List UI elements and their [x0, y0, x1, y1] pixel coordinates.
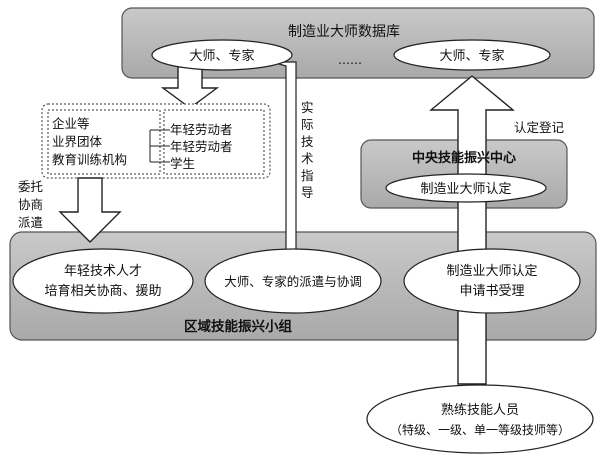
practice-label-char-1: 实 [301, 100, 314, 115]
central-center-title: 中央技能振兴中心 [412, 150, 516, 166]
org-left-line-3: 教育训练机构 [52, 152, 127, 167]
practice-label-char-6: 导 [301, 185, 314, 200]
practice-guidance-connector [271, 61, 297, 251]
database-right-label: 大师、专家 [439, 48, 504, 64]
org-right-line-1: 年轻劳动者 [170, 122, 233, 137]
side-label-line-2: 协商 [18, 197, 43, 212]
practice-label-char-3: 技 [301, 134, 314, 149]
database-left-ellipse [151, 39, 293, 71]
central-center-ellipse-label: 制造业大师认定 [420, 182, 511, 197]
skilled-line-1: 熟练技能人员 [441, 402, 519, 418]
regional-right-line-1: 制造业大师认定 [446, 264, 537, 279]
practice-label-char-5: 指 [301, 168, 314, 183]
side-label-line-3: 派遣 [18, 215, 43, 230]
database-left-label: 大师、专家 [189, 48, 254, 64]
database-right-ellipse [393, 39, 551, 71]
org-inner-left [47, 109, 161, 175]
org-left-line-2: 业界团体 [52, 134, 103, 149]
org-left-line-1: 企业等 [52, 116, 90, 131]
database-title: 制造业大师数据库 [288, 24, 400, 40]
regional-mid-ellipse [204, 248, 382, 314]
regional-right-line-2: 申请书受理 [459, 284, 524, 299]
regional-right-ellipse [403, 248, 581, 314]
central-center-ellipse [385, 173, 547, 203]
regional-group-label: 区域技能振兴小组 [184, 318, 292, 335]
org-inner-right [163, 109, 265, 175]
skilled-line-2: （特级、一级、单一等级技师等） [390, 422, 570, 437]
regional-mid-label: 大师、专家的派遣与协调 [224, 274, 362, 289]
database-dots: …… [338, 53, 362, 67]
side-label-line-1: 委托 [18, 179, 43, 194]
skilled-ellipse [366, 384, 594, 454]
certify-up-arrow [429, 75, 515, 385]
org-right-line-2: 年轻劳动者 [170, 139, 233, 154]
practice-label-char-2: 际 [301, 117, 314, 132]
org-right-line-3: 学生 [170, 156, 195, 171]
regional-left-line-2: 培育相关协商、援助 [44, 283, 161, 299]
regional-left-ellipse [12, 248, 194, 314]
regional-left-line-1: 年轻技术人才 [64, 264, 142, 279]
practice-label-char-4: 术 [301, 151, 314, 166]
org-down-arrow [58, 177, 122, 243]
certify-register-label: 认定登记 [514, 120, 565, 135]
